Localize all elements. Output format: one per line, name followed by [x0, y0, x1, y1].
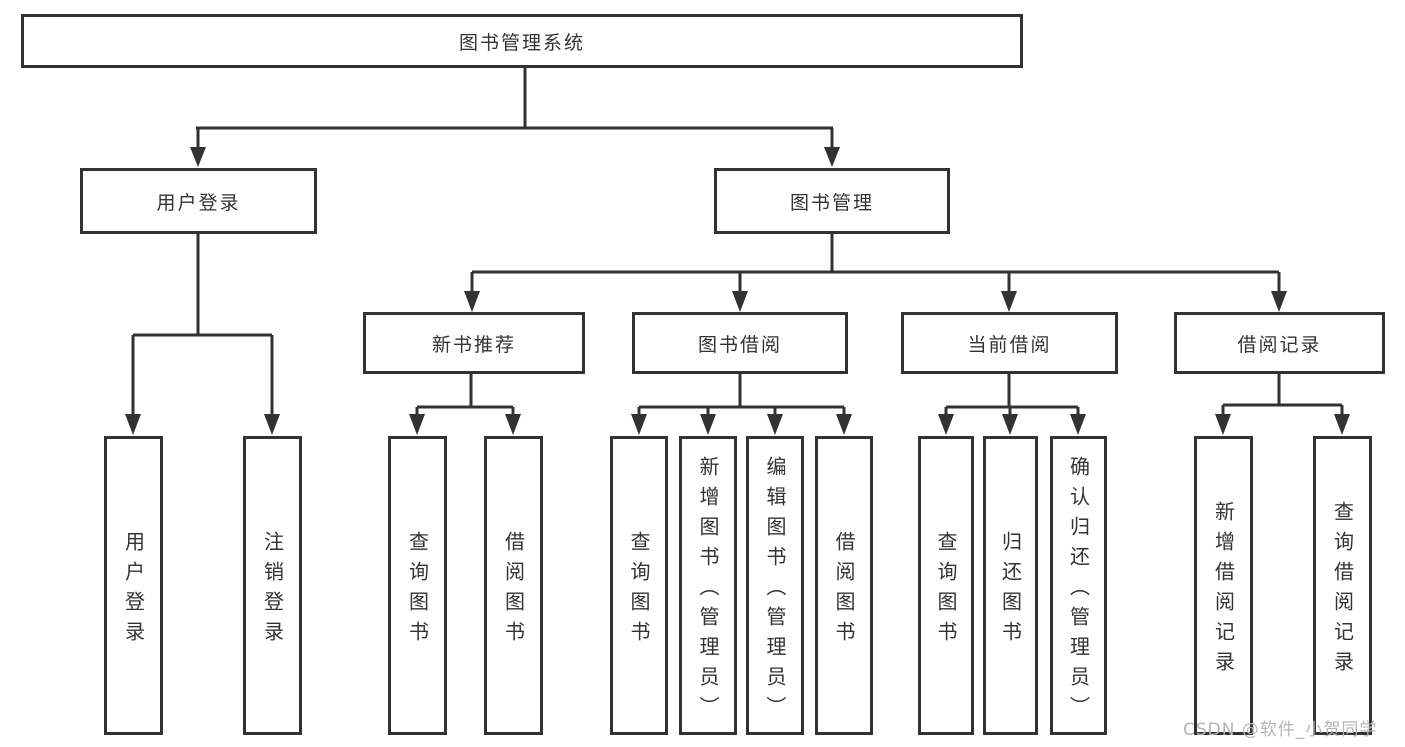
node-new-book-recommendation: 新书推荐: [363, 312, 585, 374]
arrowhead-icon: [1334, 414, 1350, 435]
arrowhead-icon: [1070, 414, 1086, 435]
arrowhead-icon: [700, 414, 716, 435]
leaf-record-query: 查询借阅记录: [1313, 436, 1372, 735]
arrowhead-icon: [767, 414, 783, 435]
node-root: 图书管理系统: [21, 14, 1023, 68]
connector-current-borrow: [944, 374, 1080, 414]
node-book-borrowing: 图书借阅: [632, 312, 848, 374]
leaf-borrow-query-books: 查询图书: [610, 436, 668, 735]
arrowhead-icon: [464, 291, 480, 312]
node-borrowing-records: 借阅记录: [1174, 312, 1385, 374]
arrowhead-icon: [190, 147, 206, 167]
arrowhead-icon: [732, 291, 748, 312]
arrowhead-icon: [1215, 414, 1231, 435]
connector-new-book-rec: [415, 374, 515, 414]
leaf-user-login: 用户登录: [104, 436, 163, 735]
node-book-management: 图书管理: [714, 168, 950, 234]
arrowhead-icon: [125, 414, 141, 435]
connector-book-mgmt: [470, 234, 1281, 291]
leaf-borrow-add-books-admin: 新增图书（管理员）: [679, 436, 737, 735]
arrowhead-icon: [938, 414, 954, 435]
arrowhead-icon: [1271, 291, 1287, 312]
arrowhead-icon: [505, 414, 521, 435]
connector-root: [196, 68, 834, 148]
connector-book-borrow: [637, 374, 846, 414]
arrowhead-icon: [1001, 291, 1017, 312]
arrowhead-icon: [264, 414, 280, 435]
arrowhead-icon: [824, 147, 840, 167]
leaf-record-add: 新增借阅记录: [1194, 436, 1253, 735]
leaf-borrow-borrow-books: 借阅图书: [815, 436, 873, 735]
csdn-watermark: CSDN @软件_小贺同学: [1183, 720, 1378, 740]
leaf-rec-borrow-books: 借阅图书: [484, 436, 543, 735]
arrowhead-icon: [409, 414, 425, 435]
leaf-current-confirm-return-admin: 确认归还（管理员）: [1050, 436, 1107, 735]
leaf-current-return-books: 归还图书: [983, 436, 1038, 735]
node-user-login: 用户登录: [80, 168, 317, 234]
leaf-logout: 注销登录: [243, 436, 302, 735]
leaf-rec-query-books: 查询图书: [388, 436, 447, 735]
arrowhead-icon: [631, 414, 647, 435]
arrowhead-icon: [836, 414, 852, 435]
arrowhead-icon: [1002, 414, 1018, 435]
leaf-current-query-books: 查询图书: [918, 436, 974, 735]
leaf-borrow-edit-books-admin: 编辑图书（管理员）: [746, 436, 804, 735]
node-current-borrowing: 当前借阅: [901, 312, 1118, 374]
connector-user-login: [131, 234, 274, 414]
connector-borrow-record: [1221, 374, 1344, 414]
